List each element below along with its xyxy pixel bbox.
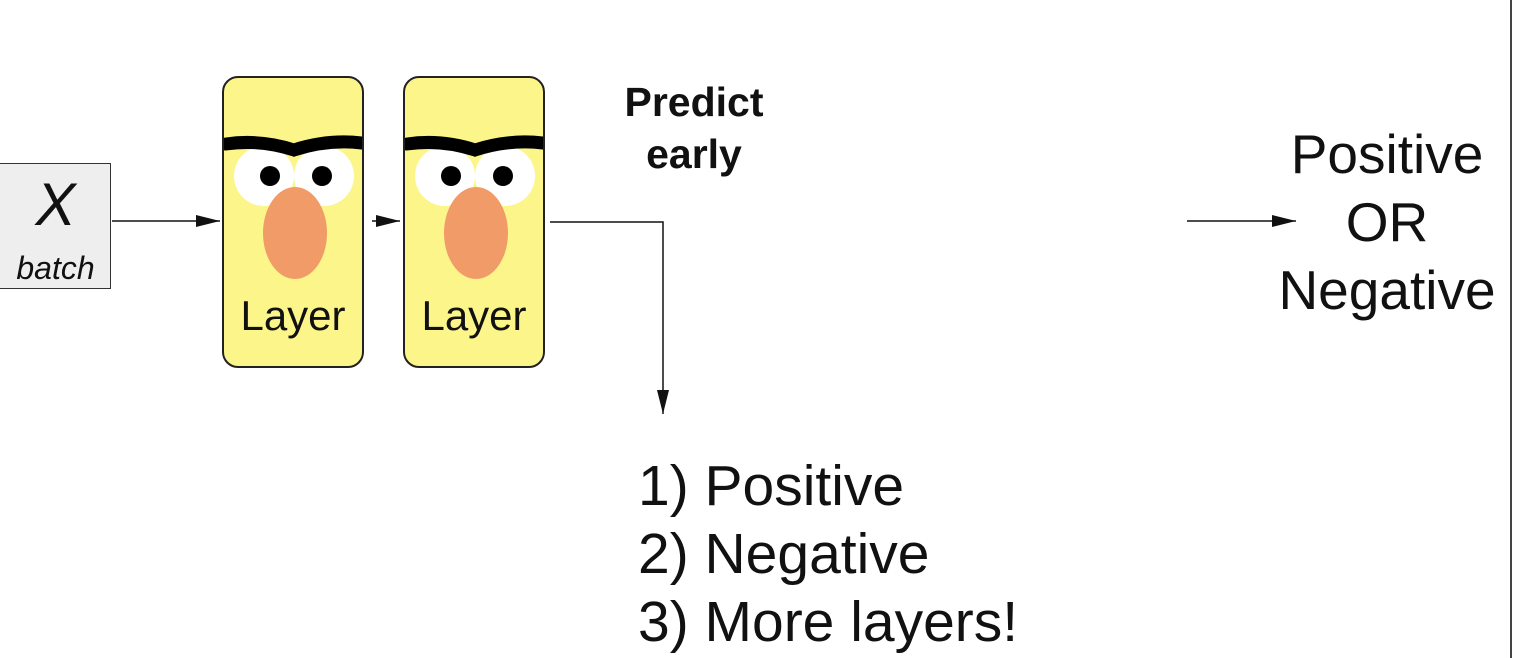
final-output-line-2: OR <box>1345 191 1429 253</box>
input-symbol: X <box>35 171 76 238</box>
predict-early-line-1: Predict <box>624 79 764 125</box>
input-node: X batch <box>0 163 111 289</box>
early-exit-options: 1) Positive 2) Negative 3) More layers! <box>638 452 1018 656</box>
final-output-line-1: Positive <box>1290 123 1484 185</box>
option-item: 2) Negative <box>638 522 930 586</box>
arrow-predict-early-branch <box>550 221 669 414</box>
input-subscript: batch <box>16 250 95 286</box>
predict-early-label: Predict early <box>604 76 784 180</box>
layer-block-1: Layer <box>222 76 364 368</box>
predict-early-line-2: early <box>646 131 742 177</box>
layer-block-2: Layer <box>403 76 545 368</box>
layer-label: Layer <box>240 292 346 339</box>
grumpy-face-icon <box>405 135 543 279</box>
option-item: 1) Positive <box>638 454 905 518</box>
final-output: Positive OR Negative <box>1256 120 1514 324</box>
layer-label: Layer <box>421 292 527 339</box>
slide-edge-divider <box>1510 0 1512 658</box>
grumpy-face-icon <box>224 135 362 279</box>
option-item: 3) More layers! <box>638 590 1019 654</box>
final-output-line-3: Negative <box>1278 259 1496 321</box>
